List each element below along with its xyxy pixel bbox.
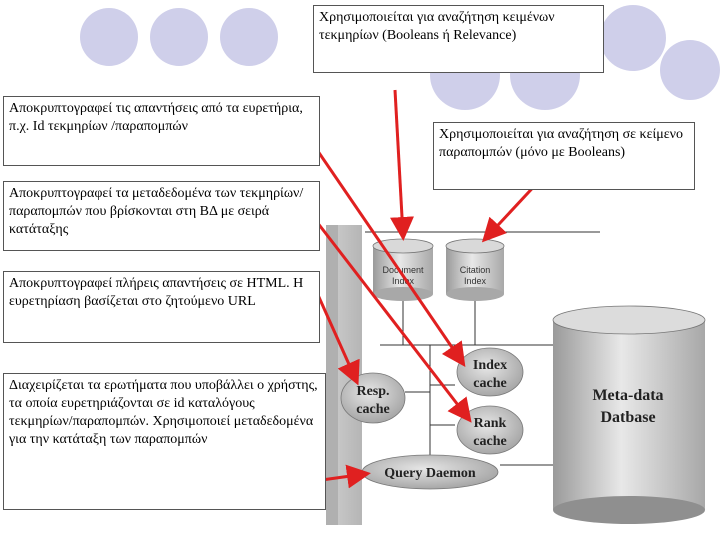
callout-index-decoding: Αποκρυπτογραφεί τις απαντήσεις από τα ευ… xyxy=(3,96,320,166)
citation-index-label-2: Index xyxy=(464,276,487,286)
callout-metadata-decoding: Αποκρυπτογραφεί τα μεταδεδομένα των τεκμ… xyxy=(3,181,320,251)
document-index-cylinder: Document Index xyxy=(372,238,434,301)
rank-cache-label-2: cache xyxy=(473,434,506,449)
query-daemon-node: Query Daemon xyxy=(361,454,499,490)
decorative-circle xyxy=(220,8,278,66)
document-index-label: Document xyxy=(382,265,424,275)
arrow-top-to-document-index xyxy=(390,89,414,241)
resp-cache-label: Resp. xyxy=(356,384,389,399)
background-cylinder xyxy=(326,225,338,525)
decorative-circle xyxy=(600,5,666,71)
callout-citation-search: Χρησιμοποιείται για αναζήτηση σε κείμενο… xyxy=(433,122,695,190)
decorative-circle xyxy=(150,8,208,66)
metadata-database-label: Meta-data xyxy=(592,387,663,404)
index-cache-label: Index xyxy=(473,358,507,373)
rank-cache-node: Rank cache xyxy=(456,405,524,455)
resp-cache-node: Resp. cache xyxy=(340,372,406,424)
metadata-database-cylinder: Meta-data Datbase xyxy=(552,305,706,524)
arrow-left2-to-rank-cache xyxy=(298,199,472,423)
citation-index-cylinder: Citation Index xyxy=(445,238,505,301)
decorative-circle xyxy=(80,8,138,66)
resp-cache-label-2: cache xyxy=(356,402,389,417)
callout-html-responses: Αποκρυπτογραφεί πλήρεις απαντήσεις σε HT… xyxy=(3,271,320,343)
rank-cache-label: Rank xyxy=(474,416,507,431)
decorative-circle xyxy=(660,40,720,100)
metadata-database-label-2: Datbase xyxy=(600,409,655,426)
citation-index-label: Citation xyxy=(460,265,491,275)
index-cache-node: Index cache xyxy=(456,347,524,397)
arrow-left1-to-index-cache xyxy=(298,124,466,367)
callout-query-handling: Διαχειρίζεται τα ερωτήματα που υποβάλλει… xyxy=(3,373,326,510)
index-cache-label-2: cache xyxy=(473,376,506,391)
document-index-label-2: Index xyxy=(392,276,415,286)
arrow-left3-to-resp-cache xyxy=(316,294,360,386)
query-daemon-label: Query Daemon xyxy=(384,466,476,481)
callout-text-search: Χρησιμοποιείται για αναζήτηση κειμένων τ… xyxy=(313,5,604,73)
